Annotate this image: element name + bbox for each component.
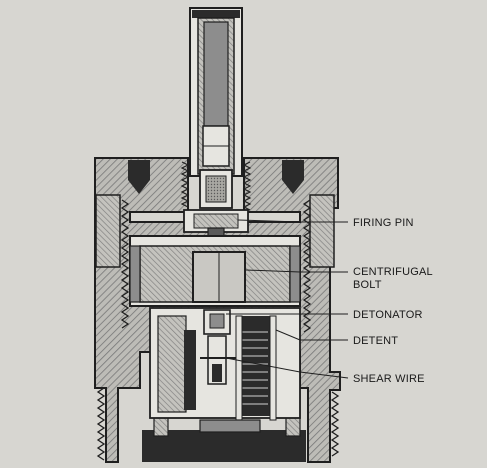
label-detonator: DETONATOR — [353, 309, 423, 321]
top-tube — [189, 7, 243, 177]
label-firing-pin: FIRING PIN — [353, 217, 414, 229]
leader-firing-pin — [237, 219, 348, 223]
leader-centrifugal-bolt — [245, 269, 348, 273]
lower-mechanism — [149, 307, 301, 433]
leader-shear-wire — [225, 357, 349, 379]
label-detent: DETENT — [353, 335, 398, 347]
leader-lines — [225, 219, 349, 379]
label-centrifugal-bolt-line1: CENTRIFUGAL — [353, 266, 433, 278]
label-centrifugal-bolt-line2: BOLT — [353, 279, 382, 291]
centrifugal-bolt — [129, 235, 301, 307]
label-shear-wire: SHEAR WIRE — [353, 373, 425, 385]
firing-pin-assembly — [183, 169, 249, 255]
leader-detent — [275, 329, 348, 341]
